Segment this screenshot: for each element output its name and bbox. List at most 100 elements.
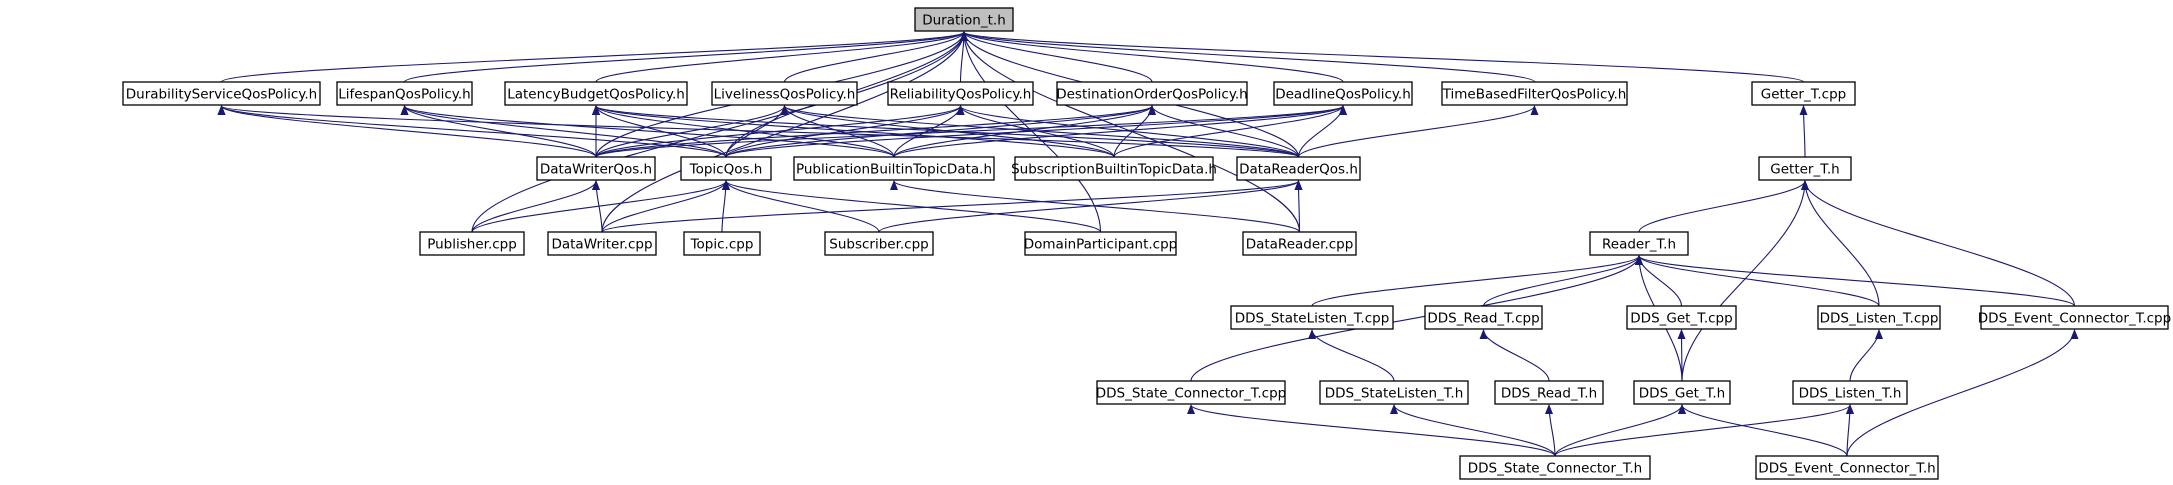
edge-drqos-to-reliability [956, 105, 1300, 158]
edge-deadline-to-duration [960, 31, 1344, 83]
node-statelisten_cpp[interactable]: DDS_StateListen_T.cpp [1230, 305, 1394, 330]
node-pubbuiltin[interactable]: PublicationBuiltinTopicData.h [793, 156, 995, 181]
node-datawriter[interactable]: DataWriter.cpp [547, 231, 657, 256]
node-label: LivelinessQosPolicy.h [714, 87, 856, 103]
edge-drqos-to-timebased [1297, 105, 1539, 158]
node-box [711, 81, 858, 106]
edge-datawriter-to-drqos [601, 180, 1303, 233]
node-box [793, 156, 995, 181]
node-listen_h[interactable]: DDS_Listen_T.h [1792, 380, 1908, 405]
node-destorder[interactable]: DestinationOrderQosPolicy.h [1056, 81, 1248, 106]
edge-dwqos-to-liveliness [595, 105, 789, 158]
node-get_h[interactable]: DDS_Get_T.h [1633, 380, 1731, 405]
node-publisher[interactable]: Publisher.cpp [419, 231, 525, 256]
node-box [1494, 380, 1604, 405]
node-getter_h[interactable]: Getter_T.h [1758, 156, 1852, 181]
node-eventconn_h[interactable]: DDS_Event_Connector_T.h [1755, 455, 1939, 480]
node-label: Getter_T.cpp [1761, 87, 1846, 103]
node-subscriber[interactable]: Subscriber.cpp [824, 231, 934, 256]
node-drqos[interactable]: DataReaderQos.h [1236, 156, 1361, 181]
edge-dwqos-to-lifespan [400, 105, 597, 158]
node-label: LatencyBudgetQosPolicy.h [507, 87, 685, 103]
node-label: DDS_Get_T.h [1639, 386, 1725, 402]
node-read_cpp[interactable]: DDS_Read_T.cpp [1424, 305, 1543, 330]
edge-drqos-to-deadline [1297, 105, 1347, 158]
node-domainpart[interactable]: DomainParticipant.cpp [1024, 231, 1178, 256]
node-latency[interactable]: LatencyBudgetQosPolicy.h [504, 81, 688, 106]
node-reader_h[interactable]: Reader_T.h [1589, 231, 1689, 256]
node-stateconn_cpp[interactable]: DDS_State_Connector_T.cpp [1096, 380, 1286, 405]
edge-subbuiltin-to-latency [592, 105, 1115, 158]
edge-lifespan-to-duration [403, 31, 968, 83]
node-label: DurabilityServiceQosPolicy.h [126, 87, 317, 103]
node-label: Getter_T.h [1770, 162, 1839, 178]
node-durability[interactable]: DurabilityServiceQosPolicy.h [122, 81, 321, 106]
node-label: DataWriter.cpp [551, 237, 652, 253]
edge-stateconn_h-to-get_h [1554, 404, 1686, 457]
edge-reader_h-to-getter_h [1638, 180, 1809, 233]
node-statelisten_h[interactable]: DDS_StateListen_T.h [1319, 380, 1469, 405]
edge-subbuiltin-to-deadline [1113, 105, 1347, 158]
graph-edges [217, 31, 2079, 457]
node-box [1589, 231, 1689, 256]
node-label: Publisher.cpp [427, 237, 517, 253]
node-stateconn_h[interactable]: DDS_State_Connector_T.h [1459, 455, 1651, 480]
edge-pubbuiltin-to-liveliness [780, 105, 895, 158]
edge-drqos-to-latency [592, 105, 1300, 158]
node-box [1751, 81, 1856, 106]
node-label: DeadlineQosPolicy.h [1275, 87, 1411, 103]
edge-listen_h-to-listen_cpp [1849, 329, 1883, 382]
node-subbuiltin[interactable]: SubscriptionBuiltinTopicData.h [1011, 156, 1217, 181]
edge-dwqos-to-destorder [595, 105, 1156, 158]
node-label: DDS_Event_Connector_T.cpp [1978, 311, 2171, 327]
edge-eventconn_h-to-event_cpp [1846, 329, 2079, 457]
node-label: DDS_Listen_T.cpp [1820, 311, 1939, 327]
node-label: DDS_Event_Connector_T.h [1758, 461, 1935, 477]
edge-eventconn_h-to-get_h [1678, 404, 1848, 457]
edge-drqos-to-destorder [1148, 105, 1300, 158]
node-datareader[interactable]: DataReader.cpp [1242, 231, 1357, 256]
edge-stateconn_h-to-stateconn_cpp [1187, 404, 1556, 457]
edge-drqos-to-liveliness [780, 105, 1300, 158]
edge-topicqos-to-durability [217, 105, 727, 158]
edge-listen_cpp-to-getter_h [1801, 180, 1880, 307]
node-box [824, 231, 934, 256]
node-listen_cpp[interactable]: DDS_Listen_T.cpp [1817, 305, 1941, 330]
node-box [887, 81, 1034, 106]
node-box [1236, 156, 1361, 181]
node-event_cpp[interactable]: DDS_Event_Connector_T.cpp [1978, 305, 2171, 330]
node-topic[interactable]: Topic.cpp [683, 231, 761, 256]
edge-datawriter-to-topicqos [601, 180, 730, 233]
node-box [1817, 305, 1941, 330]
edge-get_h-to-getter_h [1681, 180, 1809, 382]
node-dwqos[interactable]: DataWriterQos.h [536, 156, 656, 181]
edge-getter_h-to-getter_cpp [1799, 105, 1808, 158]
node-getter_cpp[interactable]: Getter_T.cpp [1751, 81, 1856, 106]
node-box [1792, 380, 1908, 405]
node-label: DDS_StateListen_T.h [1325, 386, 1464, 402]
node-label: DataWriterQos.h [540, 162, 652, 178]
edge-pubbuiltin-to-lifespan [400, 105, 895, 158]
edge-liveliness-to-duration [783, 31, 968, 83]
node-box [504, 81, 688, 106]
edge-event_cpp-to-reader_h [1635, 255, 2076, 307]
edge-timebased-to-duration [960, 31, 1536, 83]
node-box [1024, 231, 1177, 256]
node-box [1014, 156, 1214, 181]
edge-topicqos-to-lifespan [400, 105, 727, 158]
node-label: DDS_State_Connector_T.h [1468, 461, 1642, 477]
node-read_h[interactable]: DDS_Read_T.h [1494, 380, 1604, 405]
node-topicqos[interactable]: TopicQos.h [680, 156, 772, 181]
node-get_cpp[interactable]: DDS_Get_T.cpp [1626, 305, 1737, 330]
node-label: PublicationBuiltinTopicData.h [796, 162, 992, 178]
node-label: Subscriber.cpp [829, 237, 929, 253]
node-liveliness[interactable]: LivelinessQosPolicy.h [711, 81, 858, 106]
node-label: DataReader.cpp [1246, 237, 1354, 253]
node-reliability[interactable]: ReliabilityQosPolicy.h [887, 81, 1034, 106]
node-duration[interactable]: Duration_t.h [914, 7, 1014, 32]
node-lifespan[interactable]: LifespanQosPolicy.h [336, 81, 473, 106]
node-label: DomainParticipant.cpp [1024, 237, 1178, 253]
node-box [1242, 231, 1357, 256]
node-deadline[interactable]: DeadlineQosPolicy.h [1273, 81, 1413, 106]
node-timebased[interactable]: TimeBasedFilterQosPolicy.h [1441, 81, 1628, 106]
